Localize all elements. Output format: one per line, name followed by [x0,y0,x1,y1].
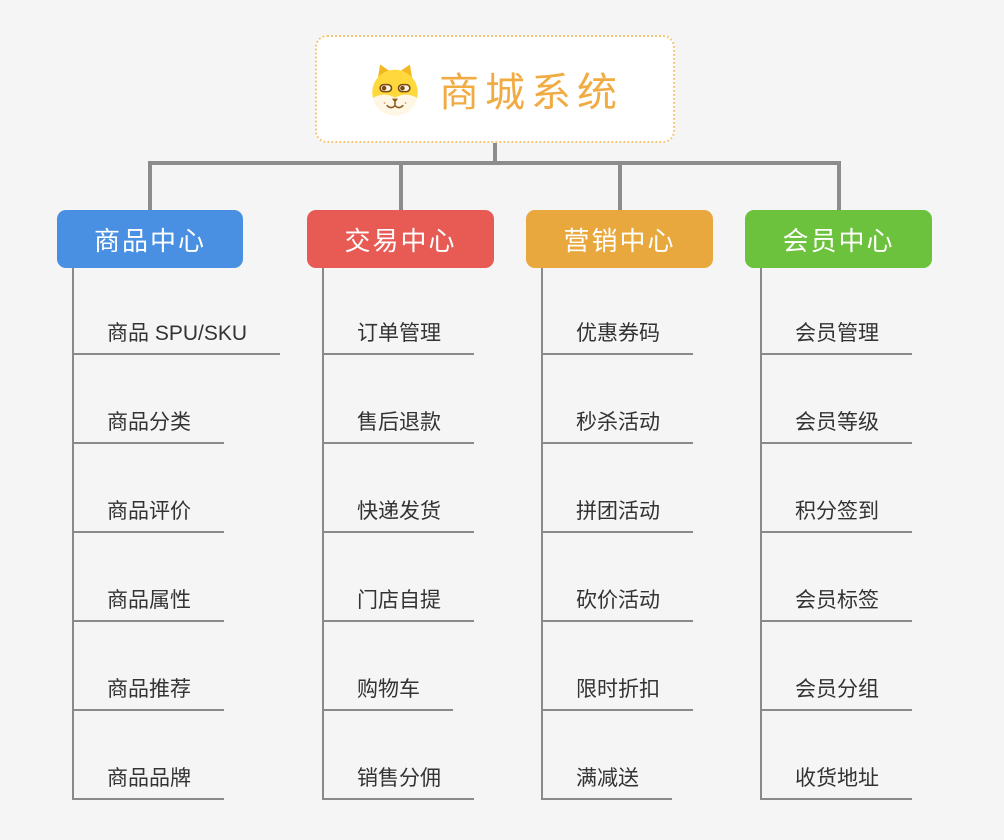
child-topic[interactable]: 订单管理 [324,317,474,355]
child-topic[interactable]: 限时折扣 [543,673,693,711]
child-topic-row: 满减送 [543,711,693,800]
branch-column: 交易中心订单管理售后退款快递发货门店自提购物车销售分佣 [307,210,494,800]
child-topic[interactable]: 会员分组 [762,673,912,711]
connector-branch-drop [617,161,622,210]
child-topic-row: 砍价活动 [543,533,693,622]
child-topic-row: 快递发货 [324,444,474,533]
child-topic-row: 销售分佣 [324,711,474,800]
connector-branch-drop [398,161,403,210]
child-topic-row: 商品评价 [74,444,280,533]
branch-topic[interactable]: 交易中心 [307,210,494,268]
child-topic[interactable]: 收货地址 [762,762,912,800]
connector-branch-drop [836,161,841,210]
child-topic-row: 商品品牌 [74,711,280,800]
child-topic[interactable]: 会员管理 [762,317,912,355]
child-topic[interactable]: 秒杀活动 [543,406,693,444]
child-topic-row: 购物车 [324,622,474,711]
child-topic[interactable]: 购物车 [324,673,453,711]
child-topic[interactable]: 商品推荐 [74,673,224,711]
child-topic-row: 秒杀活动 [543,355,693,444]
root-topic[interactable]: 商城系统 [315,35,675,143]
connector-trunk [148,161,841,165]
child-topic-row: 售后退款 [324,355,474,444]
child-topic-row: 会员管理 [762,268,912,355]
child-topic[interactable]: 商品分类 [74,406,224,444]
child-topic-row: 会员等级 [762,355,912,444]
child-topic[interactable]: 门店自提 [324,584,474,622]
child-topic[interactable]: 满减送 [543,762,672,800]
branch-children: 优惠券码秒杀活动拼团活动砍价活动限时折扣满减送 [541,268,693,800]
branch-topic[interactable]: 会员中心 [745,210,932,268]
child-topic-row: 收货地址 [762,711,912,800]
child-topic-row: 会员标签 [762,533,912,622]
child-topic-row: 订单管理 [324,268,474,355]
branch-column: 商品中心商品 SPU/SKU 商品分类商品评价商品属性商品推荐商品品牌 [57,210,281,800]
child-topic-row: 拼团活动 [543,444,693,533]
child-topic[interactable]: 优惠券码 [543,317,693,355]
child-topic-row: 会员分组 [762,622,912,711]
connector-root-stub [493,143,497,165]
child-topic-row: 商品 SPU/SKU [74,268,281,355]
child-topic[interactable]: 商品评价 [74,495,224,533]
child-topic[interactable]: 商品 SPU/SKU [74,317,281,355]
branch-column: 会员中心会员管理会员等级积分签到会员标签会员分组收货地址 [745,210,932,800]
child-topic-row: 商品分类 [74,355,280,444]
branch-children: 会员管理会员等级积分签到会员标签会员分组收货地址 [760,268,912,800]
child-topic[interactable]: 会员等级 [762,406,912,444]
child-topic[interactable]: 商品品牌 [74,762,224,800]
child-topic-row: 限时折扣 [543,622,693,711]
child-topic[interactable]: 积分签到 [762,495,912,533]
child-topic[interactable]: 会员标签 [762,584,912,622]
child-topic-row: 积分签到 [762,444,912,533]
child-topic[interactable]: 销售分佣 [324,762,474,800]
child-topic[interactable]: 快递发货 [324,495,474,533]
child-topic[interactable]: 拼团活动 [543,495,693,533]
branch-topic[interactable]: 营销中心 [526,210,713,268]
shiba-dog-icon [372,64,418,116]
child-topic-row: 优惠券码 [543,268,693,355]
child-topic-row: 商品属性 [74,533,280,622]
branch-children: 商品 SPU/SKU 商品分类商品评价商品属性商品推荐商品品牌 [72,268,281,800]
child-topic[interactable]: 售后退款 [324,406,474,444]
child-topic-row: 门店自提 [324,533,474,622]
branch-column: 营销中心优惠券码秒杀活动拼团活动砍价活动限时折扣满减送 [526,210,713,800]
child-topic-row: 商品推荐 [74,622,280,711]
branch-topic[interactable]: 商品中心 [57,210,243,268]
child-topic[interactable]: 商品属性 [74,584,224,622]
connector-branch-drop [148,161,152,210]
child-topic[interactable]: 砍价活动 [543,584,693,622]
branch-children: 订单管理售后退款快递发货门店自提购物车销售分佣 [322,268,474,800]
root-topic-label: 商城系统 [439,71,623,115]
